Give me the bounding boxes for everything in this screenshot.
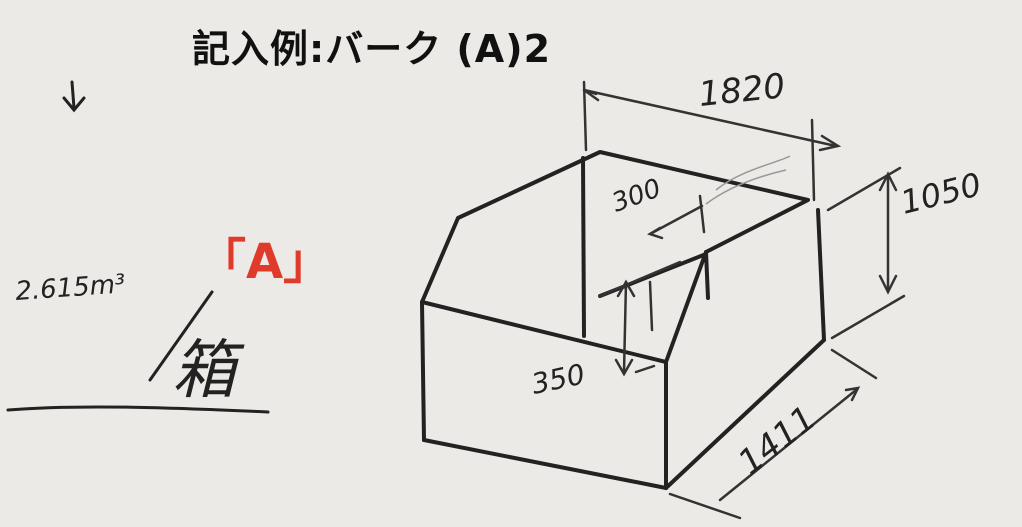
volume-note: 2.615m³: [14, 269, 126, 307]
box-character: 箱: [172, 334, 245, 408]
dimension-height: 1050: [897, 165, 985, 222]
dimension-inset: 300: [608, 173, 665, 218]
scribble-mark: [705, 155, 791, 205]
dimension-wall-height: 350: [529, 357, 588, 400]
slash-line: [148, 290, 214, 382]
dimension-width: 1820: [697, 66, 787, 115]
dimension-lines: [582, 80, 906, 520]
dimension-depth: 1411: [731, 398, 824, 483]
red-a-label: 「A」: [198, 234, 332, 290]
page-title: 記入例:バーク (A)2: [192, 27, 552, 71]
down-arrow-icon: [62, 80, 86, 113]
box-outline: [420, 150, 826, 490]
underline: [6, 405, 270, 414]
